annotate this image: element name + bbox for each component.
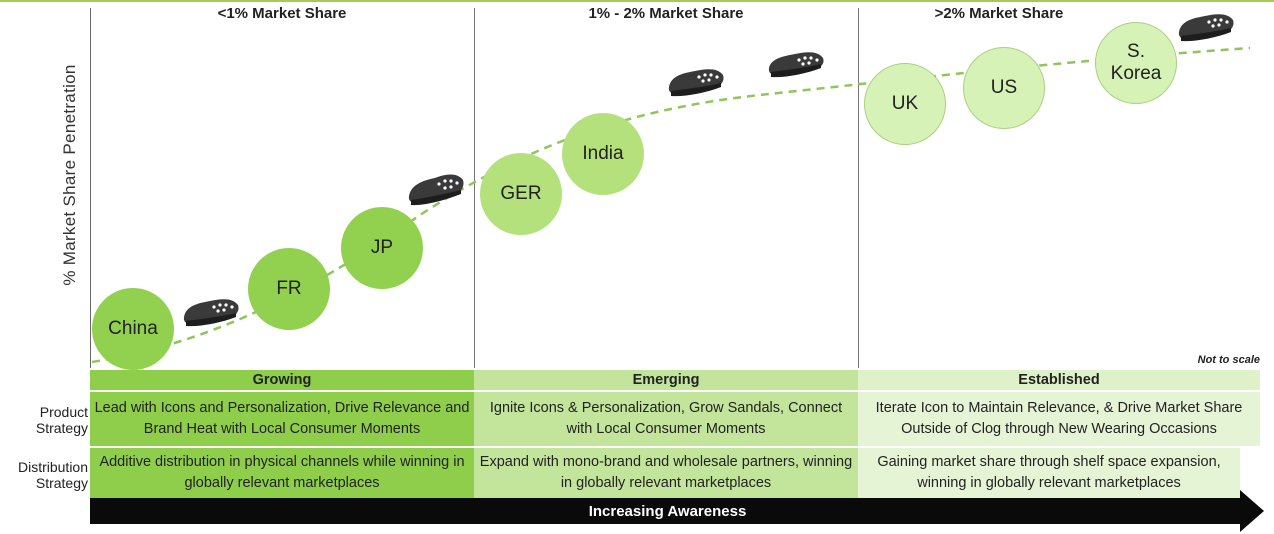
- top-rule: [0, 0, 1274, 2]
- arrow-head-icon: [1240, 490, 1264, 532]
- bubble-us: US: [963, 47, 1045, 129]
- product-strategy-growing: Lead with Icons and Personalization, Dri…: [90, 392, 474, 446]
- section-title-low: <1% Market Share: [217, 5, 347, 22]
- stage-emerging: Emerging: [474, 370, 858, 390]
- stage-growing: Growing: [90, 370, 474, 390]
- clog-icon: [183, 299, 239, 327]
- bubble-india: India: [562, 113, 644, 195]
- section-title-mid: 1% - 2% Market Share: [588, 5, 744, 22]
- awareness-arrow: Increasing Awareness: [90, 498, 1245, 524]
- bubble-ger: GER: [480, 153, 562, 235]
- clog-icon: [668, 69, 724, 97]
- bubble-china: China: [92, 288, 174, 370]
- stage-established: Established: [858, 370, 1260, 390]
- product-strategy-established: Iterate Icon to Maintain Relevance, & Dr…: [858, 392, 1260, 446]
- clog-icon: [768, 52, 824, 78]
- distribution-strategy-emerging: Expand with mono-brand and wholesale par…: [474, 448, 858, 498]
- bubble-jp: JP: [341, 207, 423, 289]
- bubble-uk: UK: [864, 63, 946, 145]
- bubble-s-korea: S. Korea: [1095, 22, 1177, 104]
- section-divider-2: [858, 8, 859, 368]
- clog-icon: [408, 174, 464, 206]
- distribution-strategy-growing: Additive distribution in physical channe…: [90, 448, 474, 498]
- section-title-high: >2% Market Share: [934, 5, 1064, 22]
- not-to-scale-note: Not to scale: [1197, 354, 1260, 366]
- awareness-arrow-label: Increasing Awareness: [588, 502, 747, 520]
- section-divider-1: [474, 8, 475, 368]
- row-label-distribution-strategy: Distribution Strategy: [17, 459, 88, 491]
- clog-icon: [1178, 14, 1234, 42]
- y-axis-line: [90, 8, 91, 368]
- distribution-strategy-established: Gaining market share through shelf space…: [858, 448, 1240, 498]
- row-label-product-strategy: Product Strategy: [35, 404, 88, 436]
- product-strategy-emerging: Ignite Icons & Personalization, Grow San…: [474, 392, 858, 446]
- bubble-fr: FR: [248, 248, 330, 330]
